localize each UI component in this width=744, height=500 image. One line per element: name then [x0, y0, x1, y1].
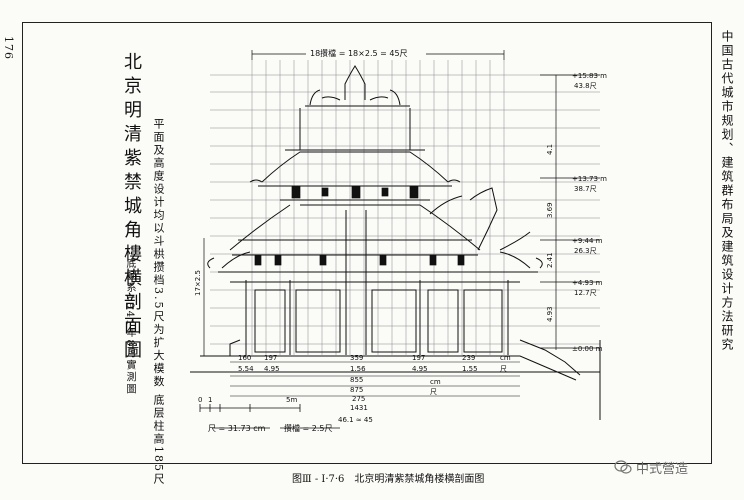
legend-doudang: 攢檔 = 2.5尺: [284, 423, 333, 433]
dim-row2-b: 4.95: [264, 365, 280, 373]
scale-zero: 0: [198, 396, 202, 404]
vertical-dim-4: 4.93: [546, 306, 554, 322]
elevation-2-chi: 38.7尺: [574, 185, 597, 193]
elevation-3-chi: 26.3尺: [574, 247, 597, 255]
elevation-top-m: +15.83 m: [572, 72, 607, 80]
right-elevation-axis: [540, 74, 600, 350]
lower-roof: [207, 231, 543, 273]
elevation-4-chi: 12.7尺: [574, 289, 597, 297]
dim-row3-a: 855: [350, 376, 363, 384]
dim-row1-c: 359: [350, 354, 363, 362]
upper-bracket-set: [291, 185, 419, 199]
elevation-top-chi: 43.8尺: [574, 82, 597, 90]
vertical-dim-2: 3.69: [546, 202, 554, 218]
roof-finial: [305, 65, 410, 107]
terrace-and-steps: [190, 339, 601, 420]
building-body: [230, 204, 520, 355]
unit-chi-1: 尺: [500, 365, 507, 373]
unit-cm-1: cm: [500, 354, 511, 362]
dim-row1-a: 160: [238, 354, 251, 362]
middle-bracket-set: [254, 254, 465, 266]
elevation-3-m: +9.44 m: [572, 237, 603, 245]
dim-row4-b: 1431: [350, 404, 368, 412]
dim-total: 46.1 ≈ 45: [338, 416, 373, 424]
dim-row2-c: 1.56: [350, 365, 366, 373]
dim-row2-a: 5.54: [238, 365, 254, 373]
scale-bar: [199, 404, 301, 412]
bottom-dimension-lines: [230, 361, 520, 397]
unit-cm-2: cm: [430, 378, 441, 386]
dim-row1-e: 239: [462, 354, 475, 362]
elevation-ground-m: ±0.00 m: [572, 345, 603, 353]
dim-row2-d: 4.95: [412, 365, 428, 373]
module-grid: [210, 60, 600, 355]
elevation-4-m: +4.93 m: [572, 279, 603, 287]
wechat-icon: [614, 460, 632, 474]
drawing-title: 北京明清紫禁城角樓横剖面圖: [121, 52, 142, 364]
vertical-dim-1: 4.1: [546, 144, 554, 155]
top-dimension-label: 18攢檔 = 18×2.5 = 45尺: [310, 48, 408, 58]
scale-five: 5m: [286, 396, 297, 404]
vertical-dim-3: 2.41: [546, 252, 554, 268]
unit-chi-2: 尺: [430, 388, 437, 396]
dim-row3-b: 875: [350, 386, 363, 394]
figure-caption: 图Ⅲ - Ⅰ·7·6 北京明清紫禁城角楼横剖面图: [292, 474, 485, 485]
upper-roof: [249, 108, 461, 187]
dim-row2-e: 1.55: [462, 365, 478, 373]
middle-roof: [229, 187, 498, 256]
survey-note: 底圖系1941年8月實測圖: [124, 258, 135, 396]
running-header: 中国古代城市规划、建筑群布局及建筑设计方法研究: [720, 30, 734, 352]
dim-row4-a: 275: [352, 395, 365, 403]
elevation-2-m: +13.73 m: [572, 175, 607, 183]
scale-one: 1: [208, 396, 212, 404]
dim-row1-d: 197: [412, 354, 425, 362]
design-note: 平面及高度设计均以斗栱攒档3.5尺为扩大模数 底层柱高185尺: [152, 118, 165, 486]
legend-chi: 尺 = 31.73 cm: [208, 424, 266, 433]
dim-row1-b: 197: [264, 354, 277, 362]
left-vertical-dim: 17×2.5: [194, 270, 202, 296]
page-number: 176: [2, 36, 15, 60]
watermark: 中式營造: [636, 462, 689, 477]
drawing-frame: [22, 22, 712, 464]
